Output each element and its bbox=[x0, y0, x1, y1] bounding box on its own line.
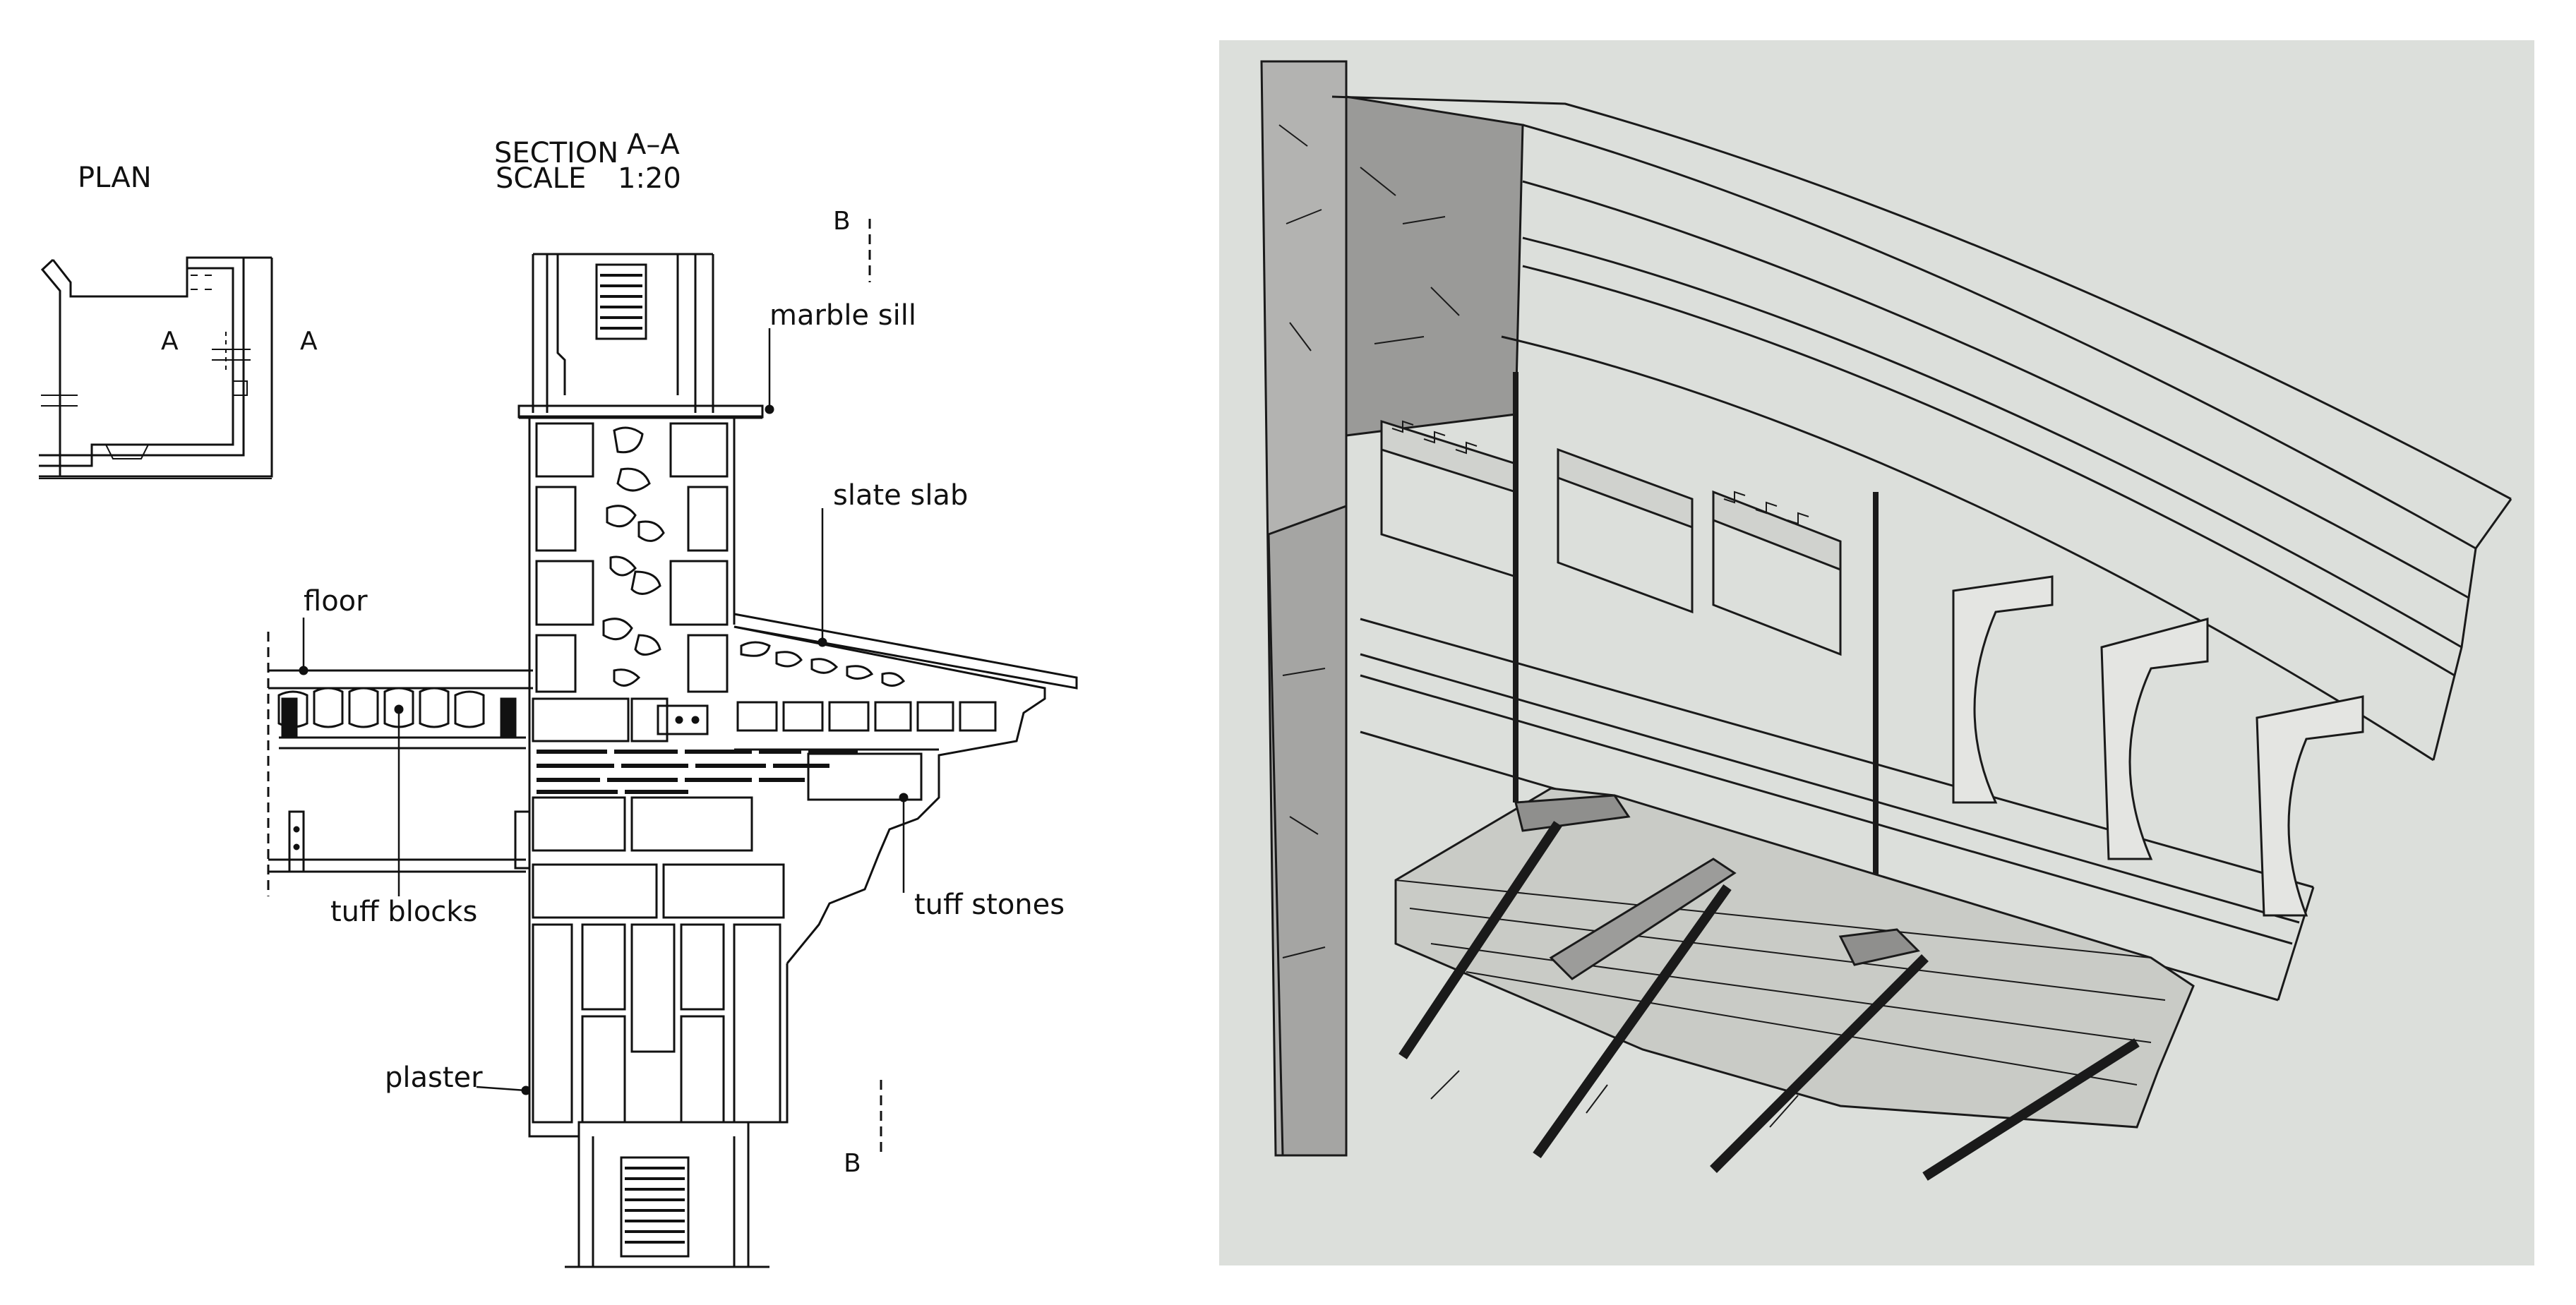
iron-beams bbox=[1380, 419, 1842, 656]
plan-view bbox=[39, 256, 273, 479]
section-title: SECTION bbox=[494, 137, 618, 169]
masonry-wall bbox=[1260, 60, 1524, 1157]
eave bbox=[657, 613, 1078, 964]
label-floor: floor bbox=[304, 585, 368, 618]
lower-window bbox=[565, 1122, 769, 1268]
plan-mark-right: A bbox=[300, 327, 318, 356]
section-ref: A–A bbox=[627, 128, 680, 161]
plan-mark-left: A bbox=[161, 327, 179, 356]
plan-title: PLAN bbox=[78, 162, 152, 194]
cut-mark-top: B bbox=[833, 207, 851, 236]
cornice-engraving bbox=[1219, 40, 2534, 1265]
cornice bbox=[1331, 95, 2512, 762]
scale-label: SCALE bbox=[496, 162, 586, 195]
label-plaster: plaster bbox=[385, 1062, 483, 1094]
cornice-engraving-svg bbox=[1219, 40, 2534, 1265]
cut-mark-bottom: B bbox=[844, 1149, 861, 1178]
label-marble-sill: marble sill bbox=[769, 299, 916, 332]
brick-course bbox=[537, 750, 858, 794]
leader-plaster bbox=[476, 1086, 527, 1092]
label-slate-slab: slate slab bbox=[833, 479, 968, 512]
floor bbox=[267, 632, 533, 896]
section-drawing: PLAN A A SECTION A–A SCALE 1:20 B B bbox=[0, 0, 1214, 1305]
section-drawing-svg: PLAN A A SECTION A–A SCALE 1:20 B B bbox=[39, 128, 1078, 1268]
scaffold bbox=[1394, 787, 2195, 1181]
corbels bbox=[1952, 575, 2364, 917]
scale-value: 1:20 bbox=[618, 162, 681, 195]
upper-window bbox=[517, 253, 764, 419]
label-tuff-blocks: tuff blocks bbox=[330, 896, 477, 928]
main-wall bbox=[528, 417, 858, 1138]
label-tuff-stones: tuff stones bbox=[914, 889, 1065, 921]
